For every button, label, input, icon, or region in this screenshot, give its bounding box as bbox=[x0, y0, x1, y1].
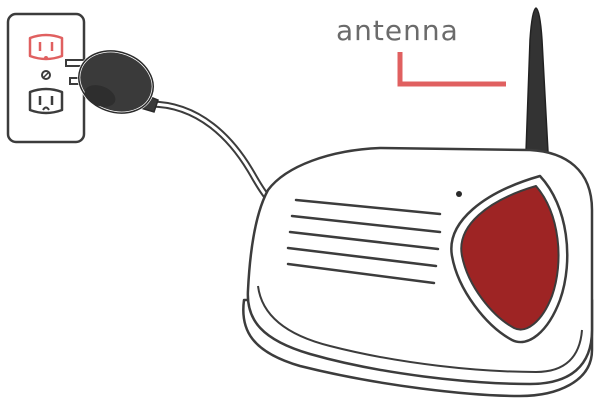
antenna-callout: antenna bbox=[336, 14, 506, 84]
outlet-screw-icon bbox=[42, 71, 50, 79]
base-station-body bbox=[243, 148, 592, 396]
antenna-label: antenna bbox=[336, 14, 459, 47]
callout-line bbox=[400, 52, 506, 84]
top-receptacle-icon bbox=[30, 35, 62, 60]
antenna-icon bbox=[526, 8, 548, 152]
bottom-receptacle-icon bbox=[30, 89, 62, 113]
status-led-icon bbox=[456, 191, 462, 197]
